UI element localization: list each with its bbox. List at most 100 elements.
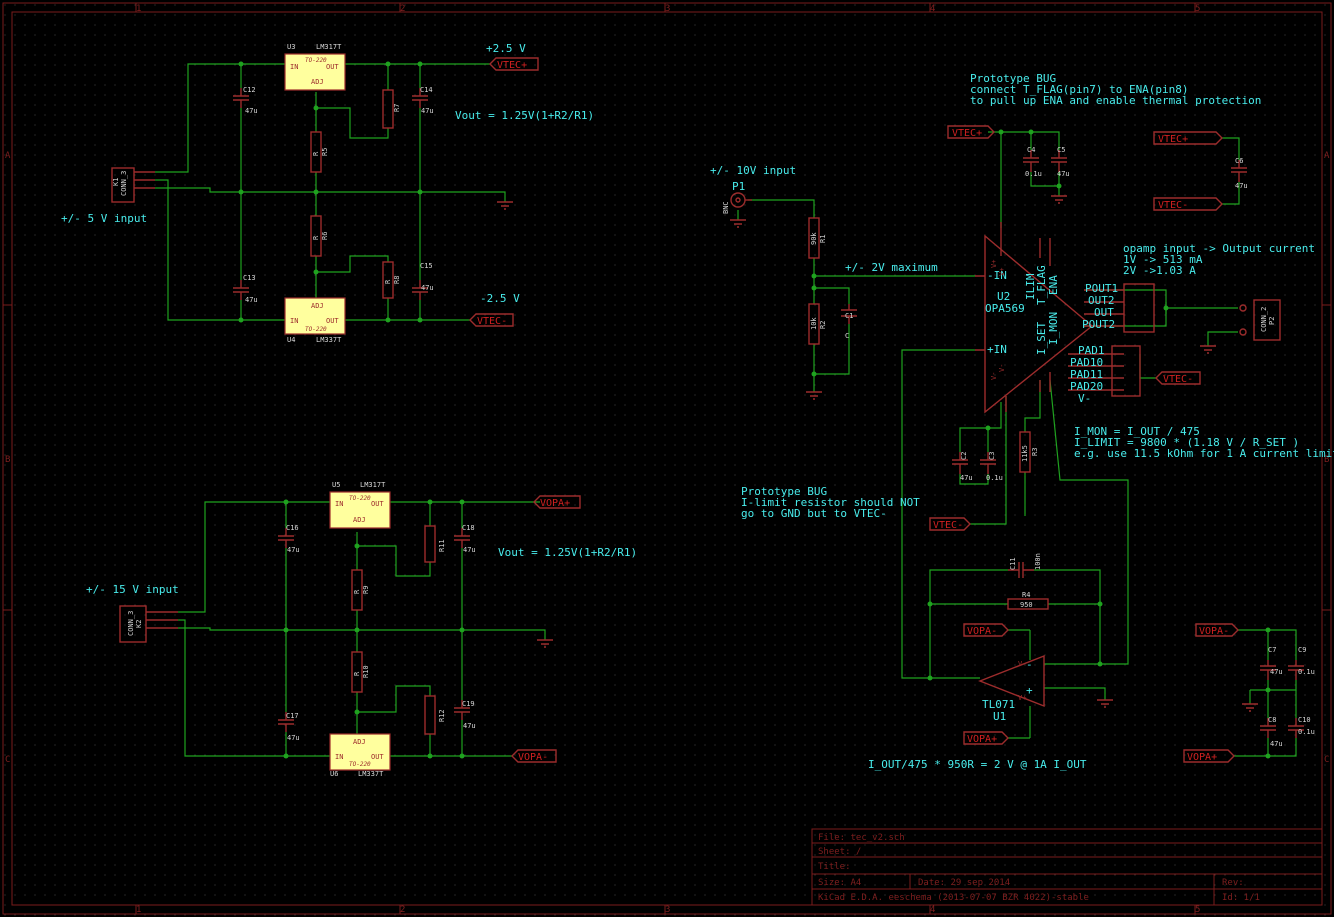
u6-value: LM337T: [358, 770, 384, 778]
u6-pin-adj: ADJ: [353, 738, 366, 746]
p1-value: BNC: [722, 201, 730, 214]
resistor-r7: R7: [382, 89, 401, 129]
row-label-c-right: C: [1324, 755, 1329, 765]
c1-value: C: [845, 332, 849, 340]
title-block: File: tec_v2.sch Sheet: / Title: Size: A…: [811, 828, 1323, 906]
c19-value: 47u: [463, 722, 476, 730]
r8-ref: R8: [393, 276, 401, 284]
u3-value: LM317T: [316, 43, 342, 51]
label-vtec-minus-4: VTEC-: [929, 517, 971, 531]
c8-value: 47u: [1270, 740, 1283, 748]
title-block-file: File: tec_v2.sch: [818, 833, 905, 843]
u4-pin-adj: ADJ: [311, 302, 324, 310]
col-label-3-bottom: 3: [665, 905, 670, 915]
notes: +2.5 V -2.5 V Vout = 1.25V(1+R2/R1) Vout…: [61, 42, 1334, 771]
r2-value: 10k: [810, 317, 818, 330]
r2-ref: R2: [819, 321, 827, 329]
connector-k2: CONN_3 K2: [119, 605, 178, 643]
c15-ref: C15: [420, 262, 433, 270]
col-label-1: 1: [136, 4, 141, 14]
c17-ref: C17: [286, 712, 299, 720]
u2-pin-vflag: V-: [1078, 392, 1091, 405]
capacitor-c4: C40.1u: [1023, 146, 1042, 178]
label-vopa-minus-3: VOPA-: [1195, 623, 1239, 637]
u5-pin-in: IN: [335, 500, 343, 508]
svg-text:VOPA+: VOPA+: [1187, 752, 1217, 763]
note-bug1-line1: Prototype BUG: [970, 72, 1056, 85]
k1-ref: K1: [112, 178, 120, 186]
col-label-1-bottom: 1: [136, 905, 141, 915]
c11-ref: C11: [1009, 557, 1017, 570]
note-imon-line1: I_MON = I_OUT / 475: [1074, 425, 1200, 438]
c18-ref: C18: [462, 524, 475, 532]
row-label-a: A: [5, 151, 11, 161]
c9-ref: C9: [1298, 646, 1306, 654]
svg-text:VTEC+: VTEC+: [952, 128, 982, 139]
svg-text:VOPA-: VOPA-: [1199, 626, 1229, 637]
r10-value: R: [353, 671, 361, 676]
u1-ref: U1: [993, 710, 1006, 723]
svg-text:VOPA+: VOPA+: [540, 498, 570, 509]
global-labels: VTEC+ VTEC- VOPA+ VOPA- VTEC+ VTEC+ VTEC…: [469, 57, 1239, 763]
c13-ref: C13: [243, 274, 256, 282]
c7-value: 47u: [1270, 668, 1283, 676]
c14-ref: C14: [420, 86, 433, 94]
regulator-u4: U4 LM337T TO-220 IN OUT ADJ: [284, 297, 346, 344]
u2-pin-in-plus: +IN: [987, 343, 1007, 356]
opamp-u2: -IN +IN V+ V+ V- V- T_FLAG ENA ILIM I_SE…: [975, 222, 1155, 414]
svg-text:VTEC+: VTEC+: [1158, 134, 1188, 145]
col-label-5-bottom: 5: [1195, 905, 1200, 915]
col-label-5: 5: [1195, 4, 1200, 14]
r9-value: R: [353, 589, 361, 594]
u5-package: TO-220: [349, 495, 371, 502]
svg-text:VOPA-: VOPA-: [967, 626, 997, 637]
note-opamp-line1: opamp input -> Output current: [1123, 242, 1315, 255]
u6-ref: U6: [330, 770, 338, 778]
c10-ref: C10: [1298, 716, 1311, 724]
opamp-u1: - + V- V+ TL071 U1: [978, 654, 1045, 723]
u5-pin-out: OUT: [371, 500, 384, 508]
resistor-r8: R8R: [382, 261, 401, 299]
note-iout: I_OUT/475 * 950R = 2 V @ 1A I_OUT: [868, 758, 1087, 771]
r7-ref: R7: [393, 104, 401, 112]
col-label-3: 3: [665, 4, 670, 14]
row-label-a-right: A: [1324, 151, 1330, 161]
u2-pin-pad11: PAD11: [1070, 368, 1103, 381]
note-opamp-line3: 2V ->1.03 A: [1123, 264, 1196, 277]
c12-ref: C12: [243, 86, 256, 94]
note-opamp-line2: 1V -> 513 mA: [1123, 253, 1203, 266]
u1-value: TL071: [982, 698, 1015, 711]
note-10v-input: +/- 10V input: [710, 164, 796, 177]
note-vout-1: Vout = 1.25V(1+R2/R1): [455, 109, 594, 122]
label-vtec-plus-1: VTEC+: [489, 57, 539, 71]
u2-pin-iset: I_SET: [1035, 322, 1048, 355]
u1-pin-vplus: V+: [1018, 694, 1026, 702]
note-minus-2v5: -2.5 V: [480, 292, 520, 305]
label-vopa-plus-3: VOPA+: [1183, 749, 1235, 763]
u6-pin-in: IN: [335, 753, 343, 761]
u2-pin-vminus: V-: [990, 372, 998, 380]
connector-k1: CONN_3 K1: [111, 167, 155, 203]
u1-pin-in-minus: -: [1026, 658, 1033, 671]
resistor-r12: R12: [424, 695, 446, 735]
u3-ref: U3: [287, 43, 295, 51]
u2-pin-in-minus: -IN: [987, 269, 1007, 282]
label-vtec-plus-2: VTEC+: [947, 125, 995, 139]
capacitor-c9: C90.1u: [1288, 646, 1315, 680]
r11-ref: R11: [438, 539, 446, 552]
c11-value: 100n: [1034, 553, 1042, 570]
u1-pin-in-plus: +: [1026, 684, 1033, 697]
c10-value: 0.1u: [1298, 728, 1315, 736]
c5-ref: C5: [1057, 146, 1065, 154]
ground-symbols: [497, 195, 1258, 712]
